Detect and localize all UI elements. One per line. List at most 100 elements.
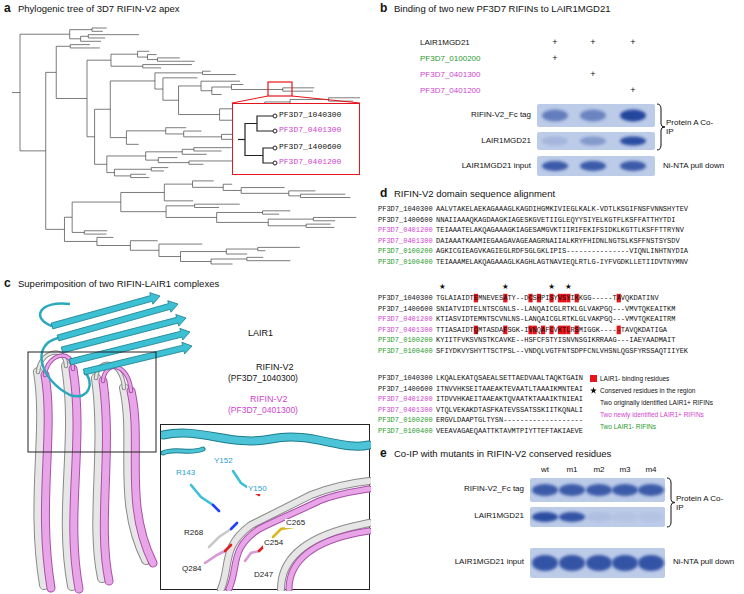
sequence-name: PF3D7_0401300 [279,126,341,135]
ribbon [221,481,369,589]
tree-branch [212,94,222,95]
zoom-inset-box: R143Y152Y150C265C254R268D247Q284 [160,424,370,590]
protein-band [620,110,646,122]
tree-branch [151,167,168,168]
tree-branch [211,264,233,265]
tree-branch [146,160,159,161]
blot-label: RIFIN-V2_Fc tag [471,110,531,119]
blot-label: RIFIN-V2_Fc tag [464,484,524,493]
tree-branch [189,160,235,161]
tree-branch [12,92,20,93]
sequence-name: PF3D7_0100200 [378,247,433,255]
tree-branch [142,65,143,68]
tree-branch [195,204,240,205]
protein-band [586,512,612,522]
residue-stick [225,545,231,551]
row-label: PF3D7_0401300 [420,70,481,79]
tree-branch [111,66,143,67]
sequence-residues: VTQLVEKAKDTASFKATEVSSATSSKIITKQNALI [436,406,583,414]
ribbon-outline [163,433,369,446]
sequence-name: PF3D7_1040300 [378,374,433,382]
tree-branch [164,200,193,201]
sequence-residues: TEIAAATELAKQAGAAAGKIAGESAMGVKTIIRIFEKIFS… [436,226,684,234]
tree-branch [130,241,131,251]
tree-branch [263,148,273,163]
tree-branch [145,152,146,160]
tree-branch [45,72,46,229]
lane-label: m4 [645,465,656,474]
legend-text: Two originally identified LAIR1+ RIFINs [600,399,713,406]
tree-branch [289,190,316,191]
plus-sign: + [590,69,595,79]
row-label: PF3D7_0100200 [420,54,481,63]
sequence-name: PF3D7_0401200 [378,395,433,403]
tree-branch [95,164,107,165]
tree-branch [217,222,269,223]
tree-branch [159,244,202,245]
tree-branch [84,231,85,234]
blot-membrane [530,507,665,527]
residue-stick [273,527,293,537]
plus-sign: + [590,37,595,47]
star-shape [590,387,597,393]
tree-branch [154,73,155,89]
tree-branch [64,217,65,241]
tree-branch [97,237,113,238]
residue-stick [191,485,213,505]
tree-branch [107,155,146,156]
sequence-residues: TEIAAAMELAKQAGAAAGLKAGHLAGTNAVIEQLRTLG-I… [436,258,688,266]
tree-branch [231,84,243,85]
tree-branch [195,207,219,208]
blot-membrane [537,104,655,127]
protein-band [580,137,606,146]
blot-method-label: Ni-NTA pull down [663,161,724,170]
tree-branch [155,72,203,73]
structure-label: LAIR1 [248,328,273,338]
sequence-name: PF3D7_1040300 [279,111,341,120]
tree-branch [157,57,179,58]
sequence-residues: SNIATVIDTELNTSCGNLS--LANQAICGLRTKLGLVAKP… [436,305,675,313]
tree-branch [193,180,214,181]
tree-highlight-box [268,82,292,96]
helix [45,375,51,588]
tree-branch [130,174,131,177]
protein-band [532,512,558,522]
panel-title: Co-IP with mutants in RIFIN-V2 conserved… [394,449,611,460]
tree-branch [84,230,107,231]
tree-branch [70,38,81,39]
sequence-name: PF3D7_0401200 [279,158,341,167]
protein-band [638,555,664,571]
protein-band [586,555,612,571]
ribbon-outline [163,449,203,453]
tree-branch [126,144,138,145]
sequence-name: PF3D7_0100200 [378,416,433,424]
tree-branch [121,211,166,212]
sequence-name: PF3D7_0100400 [378,347,433,355]
tree-branch [70,29,92,30]
tree-branch [301,197,351,198]
tree-branch [138,51,150,52]
residue-label: Y150 [247,485,268,494]
residue-label: Q284 [181,565,203,574]
tree-branch [88,34,139,35]
legend-swatch [590,375,597,382]
ribbon [163,449,203,453]
panel-title: Superimposition of two RIFIN-LAIR1 compl… [18,279,219,290]
tree-branch [216,212,217,222]
tree-branch [106,156,107,173]
legend-text: Two LAIR1- RIFINs [600,423,656,430]
plus-sign: + [630,85,635,95]
legend-item: Two newly identified LAIR1+ RIFINs [590,411,704,418]
tree-branch [188,161,189,164]
conserved-star: ★ [439,283,446,292]
tree-branch [241,187,284,188]
plus-sign: + [552,37,557,47]
protein-band [612,484,638,496]
tree-branch [193,187,224,188]
tree-branch [158,158,159,163]
tree-branch [246,257,247,260]
tree-branch [241,193,289,194]
tree-branch [226,249,257,250]
tree-branch [202,71,203,74]
tree-branch [231,89,282,90]
